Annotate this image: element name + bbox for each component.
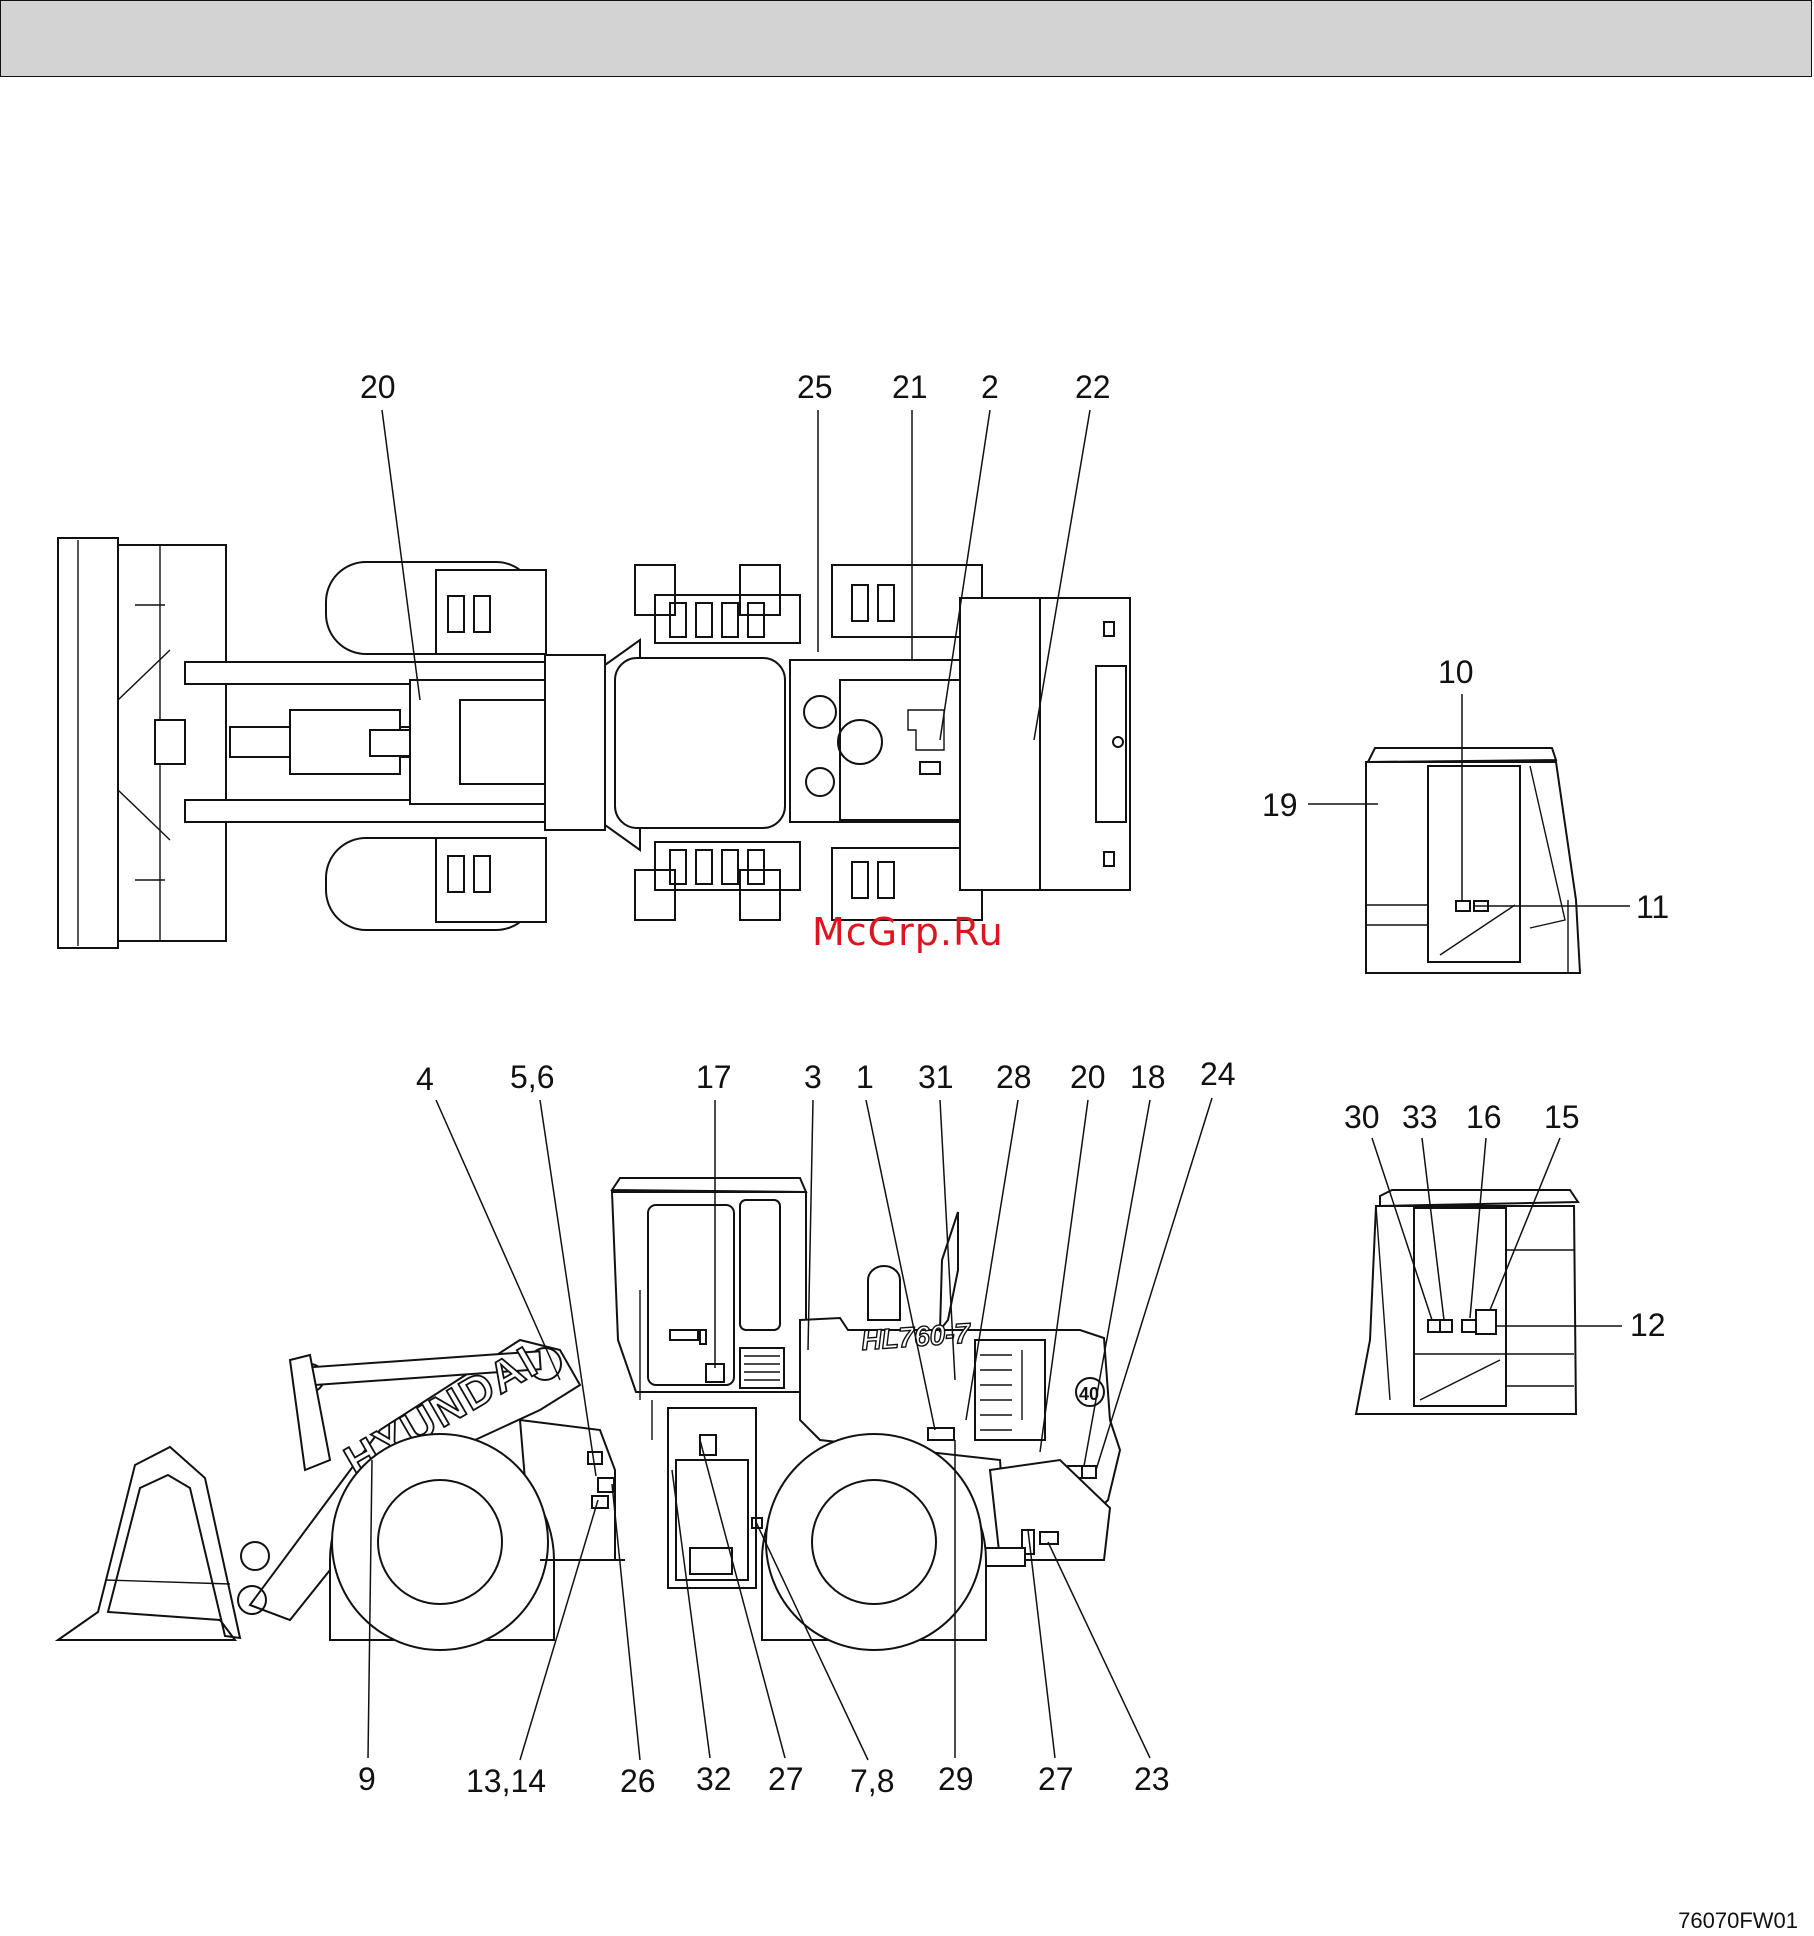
drawing-number: 76070FW01 [1678, 1908, 1798, 1934]
callout-top-2: 2 [981, 369, 999, 405]
callout-side-29: 29 [938, 1761, 974, 1797]
callout-side-3: 3 [804, 1059, 822, 1095]
callout-side-28: 28 [996, 1059, 1032, 1095]
callout-top-20: 20 [360, 369, 396, 405]
callout-side-27b: 27 [1038, 1761, 1074, 1797]
callout-side-17: 17 [696, 1059, 732, 1095]
callout-side-9: 9 [358, 1761, 376, 1797]
callout-side-18: 18 [1130, 1059, 1166, 1095]
callout-side-27a: 27 [768, 1761, 804, 1797]
callout-side-24: 24 [1200, 1056, 1236, 1092]
callout-top-22: 22 [1075, 369, 1111, 405]
callout-side-26: 26 [620, 1763, 656, 1799]
callout-side-20: 20 [1070, 1059, 1106, 1095]
callout-cab-11: 11 [1636, 889, 1669, 925]
callout-cab-10: 10 [1438, 654, 1474, 690]
callout-rear-16: 16 [1466, 1099, 1502, 1135]
callout-side-1: 1 [856, 1059, 874, 1095]
callout-side-13-14: 13,14 [466, 1763, 546, 1799]
callout-side-7-8: 7,8 [850, 1763, 894, 1799]
callout-side-23: 23 [1134, 1761, 1170, 1797]
callout-rear-12: 12 [1630, 1307, 1666, 1343]
callout-cab-19: 19 [1262, 787, 1298, 823]
side-view-bucket [58, 1447, 240, 1640]
callout-rear-30: 30 [1344, 1099, 1380, 1135]
side-view: HYUNDAI [58, 1178, 1120, 1650]
side-view-rear-wheel [762, 1434, 986, 1650]
top-view-boom [185, 662, 560, 822]
callout-rear-33: 33 [1402, 1099, 1438, 1135]
callout-side-31: 31 [918, 1059, 954, 1095]
callout-side-5-6: 5,6 [510, 1059, 554, 1095]
callout-top-21: 21 [892, 369, 928, 405]
side-view-front-wheel [330, 1434, 554, 1650]
callout-rear-15: 15 [1544, 1099, 1580, 1135]
side-view-cab [612, 1178, 806, 1440]
top-view-bucket [58, 538, 226, 948]
top-view [58, 538, 1130, 948]
watermark: McGrp.Ru [812, 910, 1004, 954]
callout-side-32: 32 [696, 1761, 732, 1797]
cab-rear-view: 30 33 16 15 12 [1344, 1099, 1666, 1414]
callout-side-4: 4 [416, 1061, 434, 1097]
callout-top-25: 25 [797, 369, 833, 405]
cab-side-view: 10 19 11 [1262, 654, 1669, 973]
